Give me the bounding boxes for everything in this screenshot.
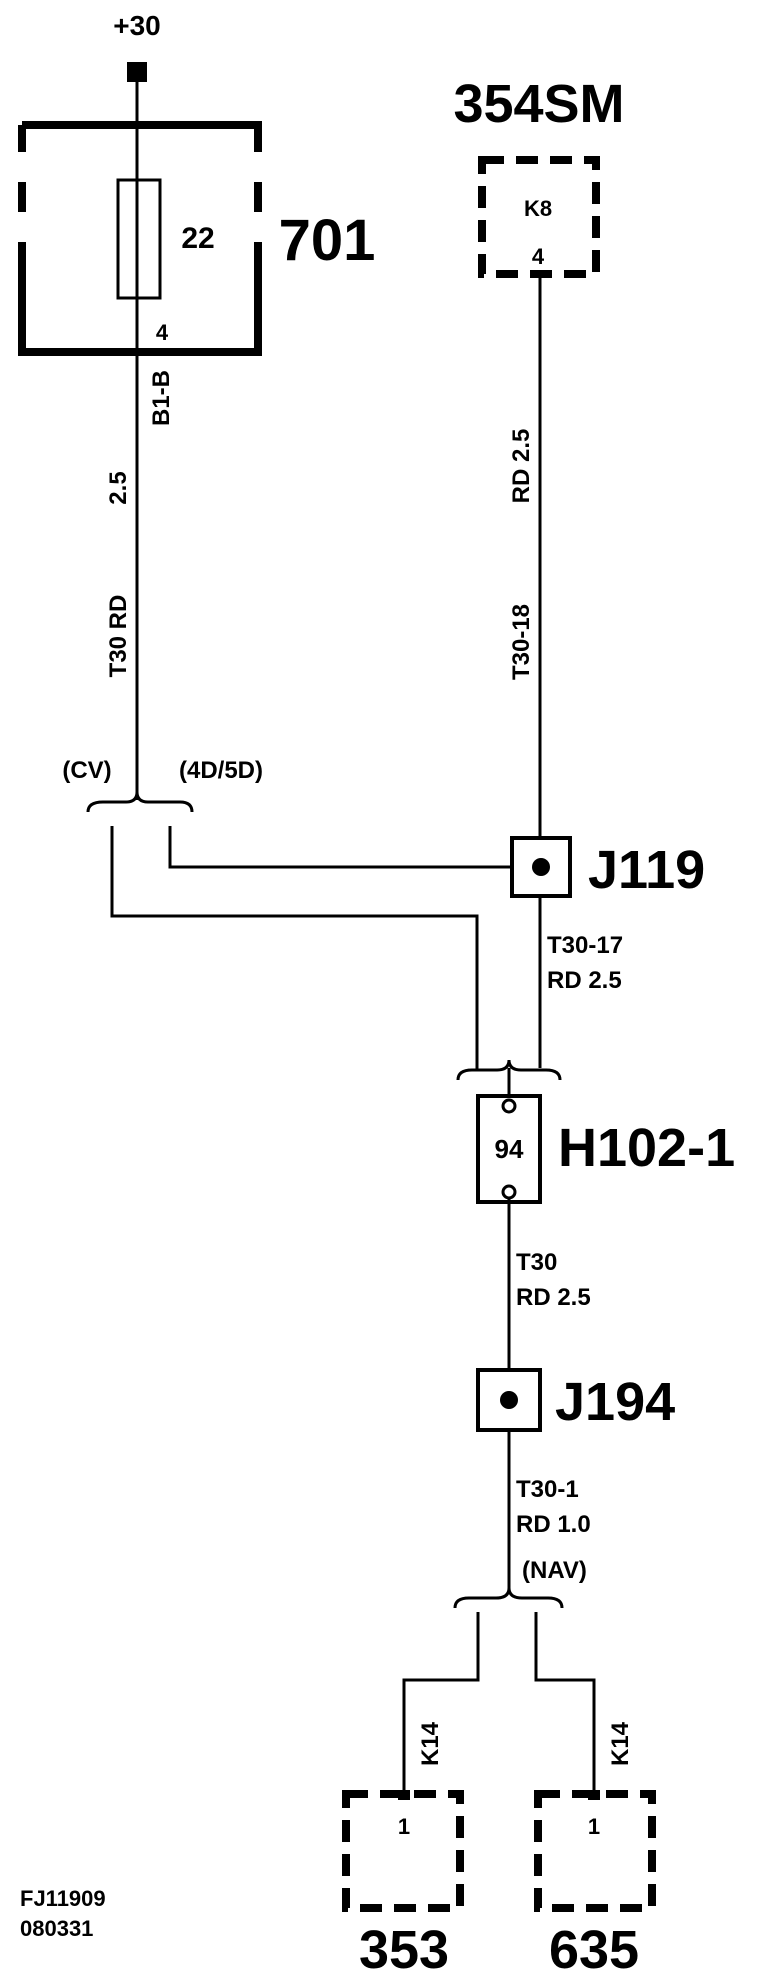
wire-j194-out-spec: RD 1.0 bbox=[516, 1511, 591, 1538]
wire-j119-h102-circuit: T30-17 bbox=[547, 932, 623, 959]
footer-code: FJ11909 bbox=[20, 1886, 106, 1911]
connector-635-pin-marker bbox=[588, 1790, 600, 1800]
connector-635-pin: 1 bbox=[588, 1814, 600, 1839]
splice-j194-dot bbox=[500, 1391, 518, 1409]
module-635-connector: 1 bbox=[534, 1790, 656, 1912]
connector-h102-pin-bottom bbox=[501, 1184, 517, 1200]
footer-date: 080331 bbox=[20, 1916, 93, 1941]
module-635-id: 635 bbox=[549, 1920, 639, 1980]
join-bracket-h102 bbox=[456, 1059, 562, 1081]
nav-bracket bbox=[453, 1587, 564, 1609]
connector-635-label: K14 bbox=[607, 1721, 634, 1766]
splice-j194 bbox=[476, 1368, 542, 1432]
wire-to-353 bbox=[402, 1612, 480, 1798]
wire-4d5d-path bbox=[168, 826, 540, 869]
connector-h102-1: 94 bbox=[476, 1094, 542, 1204]
fuse-box-701: 22 701 4 bbox=[18, 121, 376, 356]
connector-h102-pin-top bbox=[501, 1098, 517, 1114]
fuse-box-connector: B1-B bbox=[148, 370, 175, 426]
connector-h102-pin: 94 bbox=[495, 1134, 524, 1164]
fuse-number: 22 bbox=[181, 222, 214, 255]
splice-j194-id: J194 bbox=[555, 1372, 675, 1432]
fuse-22 bbox=[116, 178, 162, 300]
wire-to-635 bbox=[534, 1612, 596, 1798]
module-353-id: 353 bbox=[359, 1920, 449, 1980]
connector-353-label: K14 bbox=[417, 1721, 444, 1766]
fuse-box-pin: 4 bbox=[156, 320, 169, 345]
module-354sm-id: 354SM bbox=[453, 74, 624, 134]
fuse-box-outline bbox=[18, 121, 262, 356]
connector-353-outline bbox=[342, 1790, 464, 1912]
wire-left-size: 2.5 bbox=[105, 471, 132, 504]
connector-h102-id: H102-1 bbox=[558, 1118, 735, 1178]
wire-cv-path bbox=[110, 826, 479, 1070]
splice-j119 bbox=[510, 836, 572, 898]
module-354sm-connector: K8 4 bbox=[478, 156, 600, 278]
wire-j194-out-circuit: T30-1 bbox=[516, 1476, 579, 1503]
connector-k8-pin: 4 bbox=[532, 244, 545, 269]
variant-nav-label: (NAV) bbox=[522, 1557, 587, 1584]
module-353-connector: 1 bbox=[342, 1790, 464, 1912]
variant-bracket-top bbox=[86, 791, 194, 813]
wire-h102-j194-spec: RD 2.5 bbox=[516, 1284, 591, 1311]
wire-left-circuit: T30 RD bbox=[105, 595, 132, 678]
connector-353-pin-marker bbox=[398, 1790, 410, 1800]
wire-right-circuit: T30-18 bbox=[508, 604, 535, 680]
connector-k8-label: K8 bbox=[524, 196, 552, 221]
splice-j119-box bbox=[510, 836, 572, 898]
splice-j119-dot bbox=[532, 858, 550, 876]
fuse-box-id: 701 bbox=[279, 208, 376, 273]
connector-635-outline bbox=[534, 1790, 656, 1912]
variant-4d5d-label: (4D/5D) bbox=[179, 757, 263, 784]
wire-h102-j194-circuit: T30 bbox=[516, 1249, 557, 1276]
connector-353-pin: 1 bbox=[398, 1814, 410, 1839]
splice-j119-id: J119 bbox=[588, 840, 705, 900]
wire-right-spec: RD 2.5 bbox=[508, 429, 535, 504]
supply-label: +30 bbox=[113, 10, 161, 41]
wire-j119-h102-spec: RD 2.5 bbox=[547, 967, 622, 994]
variant-cv-label: (CV) bbox=[62, 757, 111, 784]
